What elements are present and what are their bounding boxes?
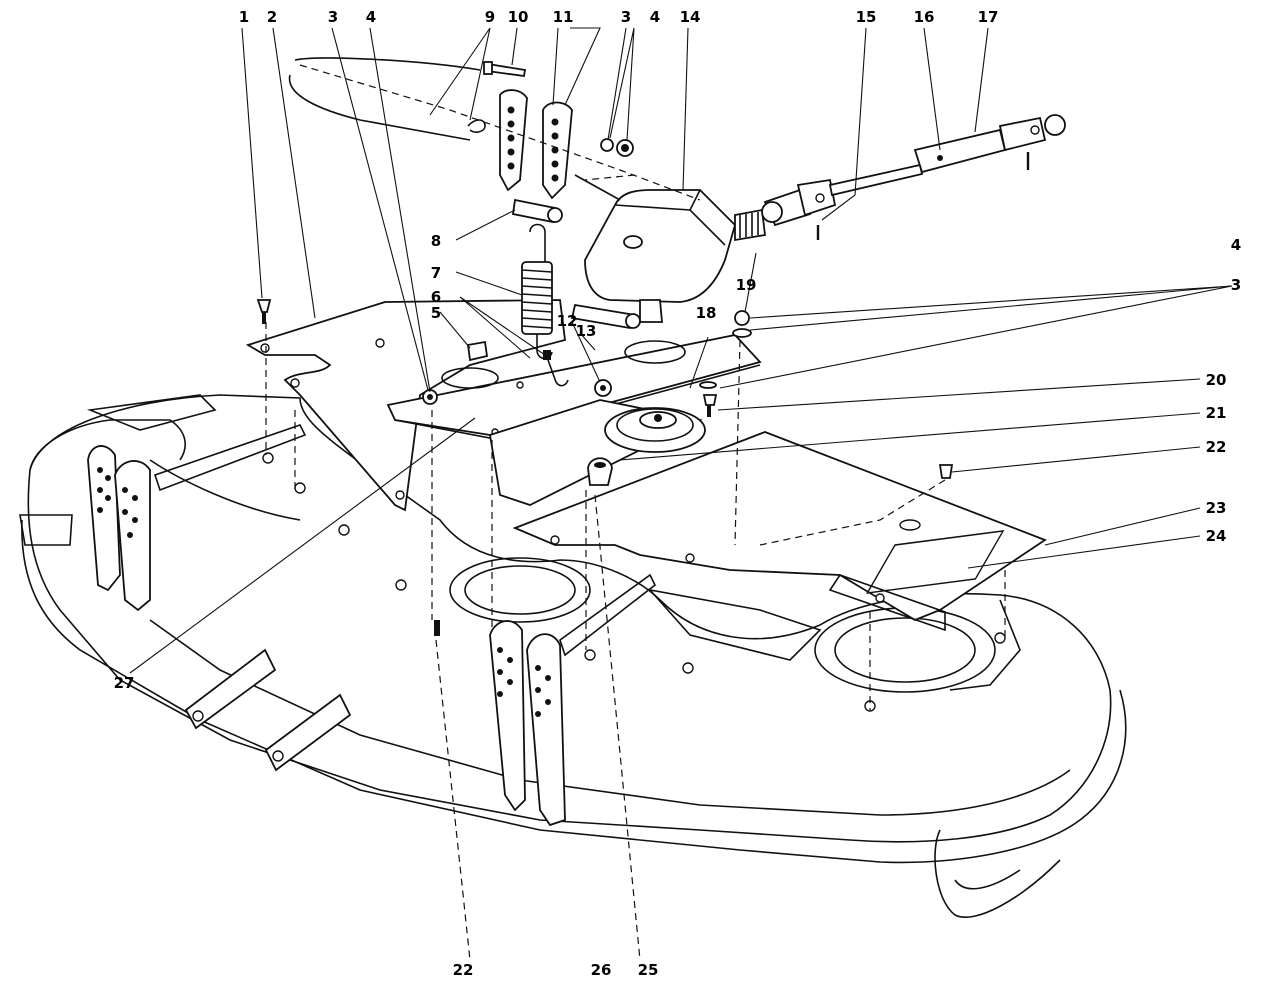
callout-19: 19 [736, 276, 757, 294]
right-hitch-brackets [489, 573, 657, 827]
pulley-assembly [488, 399, 706, 506]
callout-5: 5 [431, 304, 441, 322]
callout-26: 26 [591, 961, 612, 979]
callout-14: 14 [680, 8, 701, 26]
callout-2: 2 [267, 8, 277, 26]
callout-8: 8 [431, 232, 441, 250]
callout-23: 23 [1206, 499, 1227, 517]
callout-4a: 4 [366, 8, 376, 26]
callout-13: 13 [576, 322, 597, 340]
drive-shaft [761, 114, 1066, 240]
callout-11: 11 [553, 8, 574, 26]
callout-3c: 3 [1231, 276, 1241, 294]
front-link-arms [184, 648, 352, 772]
callout-1: 1 [239, 8, 249, 26]
callout-27: 27 [114, 674, 135, 692]
callout-3b: 3 [621, 8, 631, 26]
callout-9: 9 [485, 8, 495, 26]
callout-12: 12 [557, 312, 578, 330]
callout-24: 24 [1206, 527, 1227, 545]
callout-10: 10 [508, 8, 529, 26]
assembly-lines [265, 64, 1006, 961]
callout-22b: 22 [453, 961, 474, 979]
callout-22a: 22 [1206, 438, 1227, 456]
callout-21: 21 [1206, 404, 1227, 422]
callout-18: 18 [696, 304, 717, 322]
lift-brackets [467, 61, 573, 224]
gearbox [570, 189, 766, 330]
callout-4b: 4 [650, 8, 660, 26]
callout-17: 17 [978, 8, 999, 26]
callout-25: 25 [638, 961, 659, 979]
leader-lines [129, 27, 1233, 674]
callout-3a: 3 [328, 8, 338, 26]
callout-20: 20 [1206, 371, 1227, 389]
spring [521, 223, 553, 360]
callout-6: 6 [431, 288, 441, 306]
right-cover-plate [512, 431, 1047, 632]
callout-4c: 4 [1231, 236, 1241, 254]
background-panel-outline [288, 57, 621, 201]
callout-7: 7 [431, 264, 441, 282]
hardware [256, 138, 954, 636]
callout-16: 16 [914, 8, 935, 26]
callout-15: 15 [856, 8, 877, 26]
left-hitch-brackets [87, 424, 307, 612]
callout-labels: 1 2 3 4 9 10 11 3 4 14 15 16 17 8 7 4 3 … [114, 8, 1242, 979]
